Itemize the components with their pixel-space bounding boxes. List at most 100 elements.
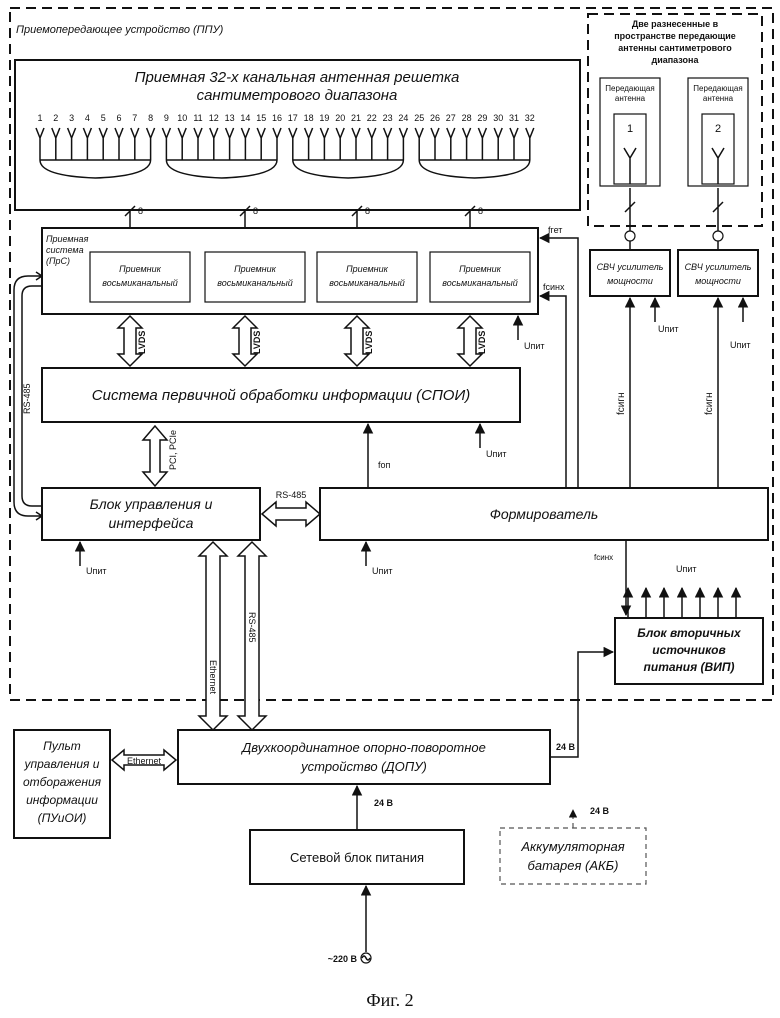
console-line3: отборажения: [23, 775, 102, 789]
ethernet-vertical-label: Ethernet: [208, 660, 218, 695]
channel-number: 31: [509, 113, 519, 123]
fget-label: fгет: [548, 225, 562, 235]
channel-number: 16: [272, 113, 282, 123]
amplifier-1-line1: СВЧ усилитель: [597, 262, 664, 272]
antenna-array-title-line1: Приемная 32-х канальная антенная решетка: [135, 69, 460, 86]
receiver-4-line1: Приемник: [459, 264, 502, 274]
receiver-4-line2: восьмиканальный: [442, 278, 517, 288]
dopu-line2: устройство (ДОПУ): [300, 759, 427, 774]
receiver-1-line2: восьмиканальный: [102, 278, 177, 288]
control-block-line1: Блок управления и: [90, 496, 213, 512]
tx-space-line4: диапазона: [652, 55, 700, 65]
tx-antenna-1-number: 1: [627, 123, 633, 135]
fsign-1-label: fсигн: [616, 392, 627, 415]
amplifier-2-line1: СВЧ усилитель: [685, 262, 752, 272]
fget-arrow: [540, 238, 578, 488]
upit-amp2-label: Uпит: [730, 340, 751, 350]
bus-width-label: 8: [253, 206, 258, 216]
psu-label: Сетевой блок питания: [290, 850, 424, 865]
vip-upit-label: Uпит: [676, 564, 697, 574]
pci-link: [143, 426, 167, 486]
upit-control-label: Uпит: [86, 566, 107, 576]
channel-number: 5: [101, 113, 106, 123]
console-line2: управления и: [24, 757, 100, 771]
tx-antenna-1-label1: Передающая: [605, 84, 654, 93]
amplifier-1-box: [590, 250, 670, 296]
bus-width-label: 8: [138, 206, 143, 216]
receiver-2-line1: Приемник: [234, 264, 277, 274]
channel-number: 32: [525, 113, 535, 123]
channel-number: 11: [193, 113, 202, 123]
battery-label: 24 В: [590, 806, 610, 816]
channel-number: 21: [351, 113, 361, 123]
receiver-3-line2: восьмиканальный: [329, 278, 404, 288]
vip-line2: источников: [652, 643, 725, 657]
channel-number: 1: [37, 113, 42, 123]
upit-spoi-label: Uпит: [486, 449, 507, 459]
battery-line2: батарея (АКБ): [528, 858, 619, 873]
amplifier-2-box: [678, 250, 758, 296]
tx-feed-1-connector: [625, 231, 635, 241]
receiver-4-box: [430, 252, 530, 302]
channel-number: 18: [304, 113, 314, 123]
bus-width-label: 8: [478, 206, 483, 216]
channel-number: 6: [116, 113, 121, 123]
mains-label: ~220 В: [328, 954, 358, 964]
rs485-control-former-link: [262, 502, 320, 526]
channel-number: 4: [85, 113, 90, 123]
tx-antenna-2-label1: Передающая: [693, 84, 742, 93]
rx-system-line3: (ПрС): [46, 256, 70, 266]
channel-number: 3: [69, 113, 74, 123]
vip-power-outputs: [628, 588, 736, 618]
tx-space-line2: пространстве передающие: [614, 31, 735, 41]
rs485-vertical-label: RS-485: [247, 612, 257, 643]
channel-number: 24: [398, 113, 408, 123]
channel-number: 28: [462, 113, 472, 123]
channel-number: 29: [477, 113, 487, 123]
spoi-label: Система первичной обработки информации (…: [92, 387, 470, 404]
bus-width-label: 8: [365, 206, 370, 216]
ppu-title: Приемопередающее устройство (ППУ): [16, 24, 224, 36]
dopu-box: [178, 730, 550, 784]
channel-number: 22: [367, 113, 377, 123]
channel-number: 14: [240, 113, 250, 123]
channel-number: 20: [335, 113, 345, 123]
channel-number: 15: [256, 113, 266, 123]
channel-number: 26: [430, 113, 440, 123]
upit-former-label: Uпит: [372, 566, 393, 576]
channel-number: 30: [493, 113, 503, 123]
channel-number: 13: [225, 113, 235, 123]
tx-antenna-2-number: 2: [715, 123, 721, 135]
receiver-1-line1: Приемник: [119, 264, 162, 274]
rx-system-line1: Приемная: [46, 234, 89, 244]
control-block-line2: интерфейса: [109, 515, 194, 531]
lvds-links: LVDSLVDSLVDSLVDS: [118, 316, 487, 366]
channel-number: 23: [383, 113, 393, 123]
receiver-1-box: [90, 252, 190, 302]
channel-number: 25: [414, 113, 424, 123]
channel-number: 10: [177, 113, 187, 123]
channel-number: 9: [164, 113, 169, 123]
rs485-control-former-label: RS-485: [276, 490, 307, 500]
receiver-2-box: [205, 252, 305, 302]
channel-number: 12: [209, 113, 219, 123]
channel-number: 19: [319, 113, 329, 123]
upit-amp1-label: Uпит: [658, 324, 679, 334]
rs485-loop-label: RS-485: [22, 383, 32, 414]
antenna-array-title-line2: сантиметрового диапазона: [197, 87, 398, 104]
dopu-line1: Двухкоординатное опорно-поворотное: [240, 740, 486, 755]
fsign-2-label: fсигн: [704, 392, 715, 415]
channel-number: 27: [446, 113, 456, 123]
tx-space-line3: антенны сантиметрового: [618, 43, 732, 53]
ethernet-vertical-link: [199, 542, 227, 730]
channel-number: 17: [288, 113, 298, 123]
channel-number: 7: [132, 113, 137, 123]
battery-box: [500, 828, 646, 884]
console-line5: (ПУиОИ): [38, 811, 87, 825]
fsinh-vip-label: fсинх: [594, 553, 613, 562]
console-line1: Пульт: [43, 739, 81, 753]
ethernet-console-label: Ethernet: [127, 756, 162, 766]
lvds-label: LVDS: [252, 331, 262, 354]
console-line4: информации: [26, 793, 98, 807]
